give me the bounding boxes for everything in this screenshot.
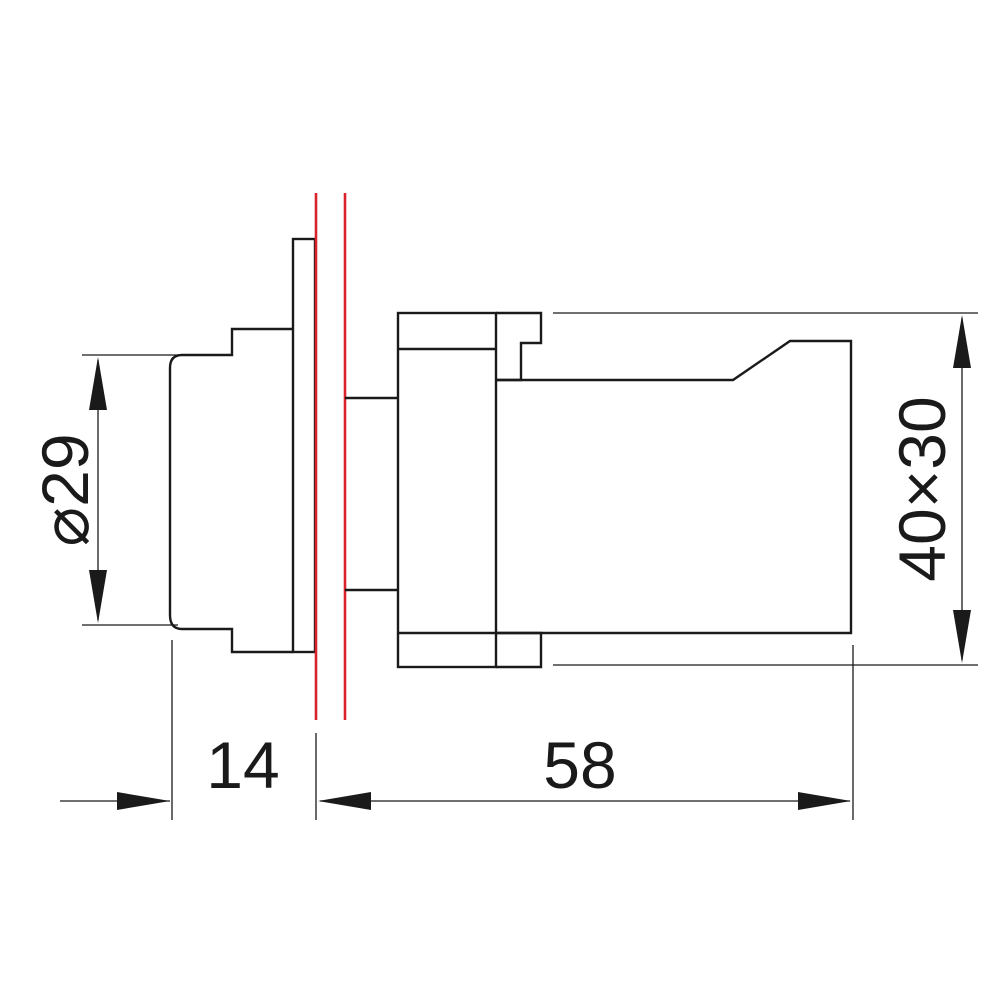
arrowhead-up: [89, 357, 107, 410]
switch-body: [345, 311, 853, 669]
arrowhead-right: [117, 792, 170, 810]
arrowhead-down: [953, 610, 971, 663]
button-head: [168, 237, 317, 654]
front-depth-label: 14: [206, 728, 279, 802]
dimension-diameter: ⌀29: [28, 354, 178, 626]
clamp-top: [496, 311, 543, 382]
diameter-label: ⌀29: [28, 433, 102, 546]
mounting-panel: [314, 193, 347, 720]
mounting-block: [396, 311, 498, 669]
body-depth-label: 58: [543, 728, 616, 802]
clamp-bottom: [496, 631, 543, 669]
arrowhead-up: [953, 315, 971, 368]
front-flange: [291, 237, 317, 654]
dimension-body-size: 40×30: [553, 312, 978, 666]
button-cap-outline: [168, 327, 293, 654]
dimension-depths: 14 58: [60, 640, 854, 820]
body-size-label: 40×30: [885, 396, 959, 581]
contact-block: [496, 339, 853, 635]
arrowhead-right: [798, 792, 851, 810]
stem: [345, 396, 398, 592]
arrowhead-down: [89, 570, 107, 623]
